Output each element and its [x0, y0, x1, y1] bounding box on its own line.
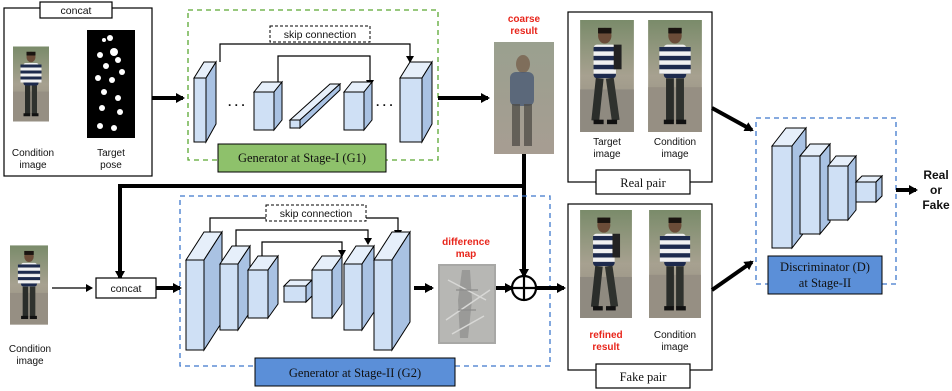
g1-bottleneck	[288, 82, 342, 130]
fake-refined-label-1: refined	[589, 330, 622, 341]
g1-encoder-block-2	[252, 80, 284, 132]
coarse-label-1: coarse	[508, 14, 541, 25]
stage1-input-panel: concat Condition image Target pose	[3, 1, 153, 177]
output-label-1: Real	[923, 168, 948, 182]
stage1-target-label-1: Target	[97, 148, 125, 159]
difference-label-2: map	[456, 249, 477, 260]
arrow-fakepair-to-d	[710, 260, 754, 292]
g2-decoder-block-1	[311, 254, 343, 320]
fake-pair-panel: refined result Condition image Fake pair	[567, 203, 713, 389]
g1-skip-connection-box	[269, 25, 371, 43]
d-label-2: at Stage-II	[799, 276, 851, 290]
real-pair-title-box	[595, 169, 691, 195]
g1-dots-left: . . .	[228, 95, 245, 109]
fake-refined-image	[580, 210, 632, 318]
fake-condition-label-1: Condition	[654, 330, 696, 341]
d-block-2	[798, 142, 832, 236]
stage2-concat-label: concat	[111, 283, 142, 295]
stage2-condition-image	[10, 245, 48, 325]
arrow-realpair-to-d	[711, 106, 754, 132]
stage1-concat-box	[39, 1, 113, 19]
arrow-coarse-to-concat2	[115, 184, 524, 280]
fake-condition-image	[649, 210, 701, 318]
real-target-label-2: image	[593, 149, 621, 160]
g1-encoder-block-1	[193, 60, 217, 144]
d-label-box	[767, 255, 883, 295]
fake-pair-title: Fake pair	[620, 370, 668, 384]
stage1-condition-label-1: Condition	[12, 148, 54, 159]
fake-pair-title-box	[595, 363, 691, 389]
g1-label-box	[217, 143, 387, 173]
real-target-label-1: Target	[593, 137, 621, 148]
g1-decoder-block-1	[342, 80, 374, 132]
g2-skip-connection-box	[265, 204, 367, 222]
real-pair-title: Real pair	[620, 176, 666, 190]
coarse-result: coarse result	[494, 14, 554, 154]
g2-label-box	[254, 357, 456, 387]
fake-refined-label-2: result	[592, 342, 620, 353]
g1-label: Generator at Stage-I (G1)	[238, 151, 366, 165]
stage1-target-pose-image	[87, 30, 135, 138]
real-pair-panel: Target image Condition image Real pair	[567, 11, 713, 195]
discriminator: Discriminator (D) at Stage-II	[755, 117, 897, 295]
g2-encoder-block-2	[219, 244, 251, 332]
stage1-condition-label-2: image	[19, 160, 47, 171]
d-block-4	[854, 174, 884, 204]
difference-map-image	[438, 264, 496, 344]
real-condition-image	[648, 20, 702, 132]
sum-node	[510, 274, 538, 302]
stage2-condition-label-2: image	[16, 356, 44, 367]
g2-encoder-block-1	[185, 230, 223, 352]
g2-skip-connection-label: skip connection	[280, 208, 353, 220]
generator-stage1: skip connection . . . . . .	[187, 9, 439, 173]
difference-label-1: difference	[442, 237, 490, 248]
real-condition-label-1: Condition	[654, 137, 696, 148]
g1-dots-right: . . .	[376, 95, 393, 109]
g2-bottleneck	[282, 278, 314, 304]
g2-label: Generator at Stage-II (G2)	[289, 366, 421, 380]
output-label-2: or	[930, 183, 942, 197]
real-condition-label-2: image	[661, 149, 689, 160]
stage2-condition-label-1: Condition	[9, 344, 51, 355]
g2-encoder-block-3	[247, 254, 279, 320]
d-block-1	[770, 126, 808, 250]
generator-stage2: skip connection	[179, 195, 551, 387]
stage1-concat-label: concat	[61, 5, 92, 17]
output-label-3: Fake	[922, 198, 950, 212]
g2-decoder-block-3	[373, 230, 411, 352]
d-block-3	[826, 154, 858, 222]
g1-decoder-block-2	[399, 60, 433, 144]
coarse-label-2: result	[510, 26, 538, 37]
d-label-1: Discriminator (D)	[780, 260, 870, 274]
stage1-condition-image	[13, 46, 49, 122]
fake-condition-label-2: image	[661, 342, 689, 353]
real-target-image	[580, 20, 634, 132]
g1-skip-connection-label: skip connection	[284, 29, 357, 41]
stage1-target-label-2: pose	[100, 160, 122, 171]
g2-decoder-block-2	[343, 244, 375, 332]
